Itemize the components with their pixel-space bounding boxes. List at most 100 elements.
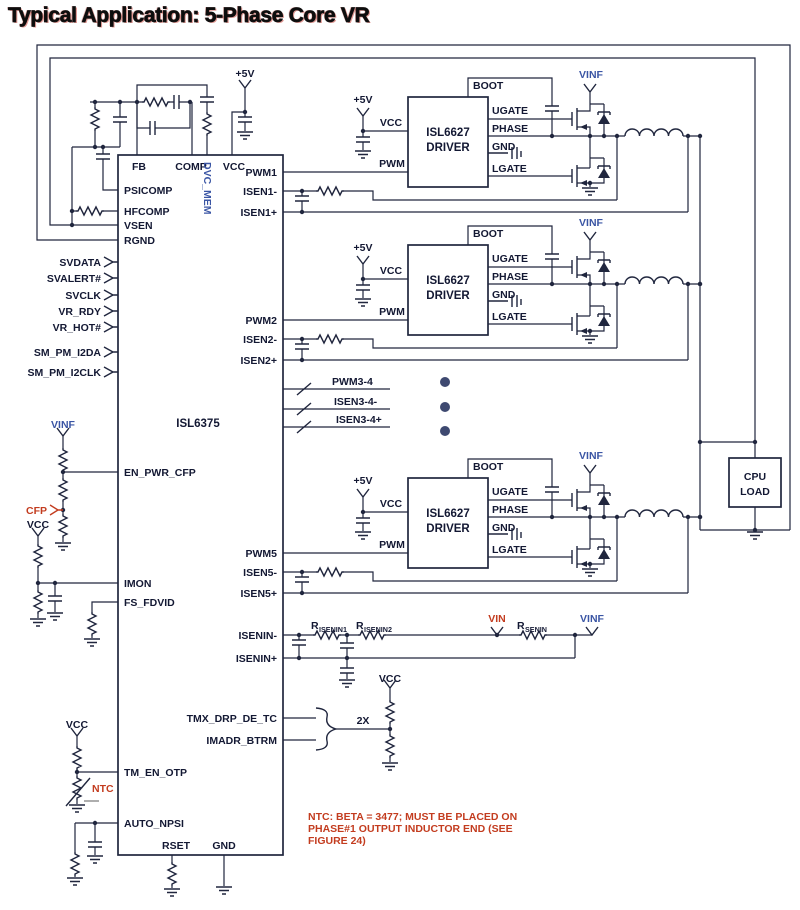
r-isenin1-sub: ISENIN1 bbox=[319, 625, 347, 634]
pin-isenin-n: ISENIN- bbox=[238, 630, 277, 642]
signal-vr-hot: VR_HOT# bbox=[53, 322, 102, 334]
ground-icon bbox=[236, 131, 254, 140]
ic-name: ISL6375 bbox=[176, 418, 220, 430]
note-text: NTC: BETA = 3477; MUST BE PLACED ON PHAS… bbox=[308, 811, 517, 847]
pin-fs-fdvid: FS_FDVID bbox=[124, 597, 175, 609]
driver-phase-label: PHASE bbox=[492, 271, 528, 283]
resistor bbox=[33, 589, 43, 615]
cpu-load-label-2: LOAD bbox=[740, 486, 770, 498]
signal-svdata: SVDATA bbox=[59, 257, 101, 269]
brace-icon bbox=[315, 707, 339, 751]
ellipsis-dot bbox=[440, 402, 450, 412]
pin-isen2-n: ISEN2- bbox=[243, 334, 277, 346]
ellipsis-dot bbox=[440, 426, 450, 436]
ground-icon bbox=[163, 888, 181, 897]
pin-hfcomp: HFCOMP bbox=[124, 206, 170, 218]
p5v-label: +5V bbox=[236, 68, 255, 80]
driver-gnd-label: GND bbox=[492, 289, 516, 301]
r-isenin2-sub: ISENIN2 bbox=[364, 625, 392, 634]
pin-imon: IMON bbox=[124, 578, 151, 590]
signal-svclk: SVCLK bbox=[65, 290, 101, 302]
gain-2x-label: 2X bbox=[357, 715, 370, 727]
enable-divider: VINF CFP bbox=[26, 419, 118, 551]
bus-pwm34-label: PWM3-4 bbox=[332, 376, 373, 388]
pin-en-pwr-cfp: EN_PWR_CFP bbox=[124, 467, 196, 479]
pin-rset: RSET bbox=[162, 840, 191, 852]
resistor bbox=[385, 699, 395, 725]
driver-boot-label: BOOT bbox=[473, 80, 504, 92]
r-senin-sub: SENIN bbox=[525, 625, 547, 634]
driver-boot-label: BOOT bbox=[473, 461, 504, 473]
capacitor bbox=[339, 667, 355, 674]
resistor bbox=[167, 861, 177, 887]
driver-name-2: DRIVER bbox=[426, 142, 470, 154]
driver-lgate-label: LGATE bbox=[492, 311, 527, 323]
ground-icon bbox=[83, 638, 101, 647]
ground-icon bbox=[68, 804, 86, 813]
driver-phase-label: PHASE bbox=[492, 504, 528, 516]
capacitor bbox=[112, 116, 128, 123]
driver-boot-label: BOOT bbox=[473, 228, 504, 240]
pin-pwm2: PWM2 bbox=[246, 315, 278, 327]
vcc-label: VCC bbox=[66, 719, 89, 731]
pin-pwm1: PWM1 bbox=[246, 167, 278, 179]
ntc-label: NTC bbox=[92, 783, 114, 795]
pin-fb: FB bbox=[132, 161, 146, 173]
ellipsis-dot bbox=[440, 377, 450, 387]
ground-icon bbox=[338, 679, 356, 688]
page-title: Typical Application: 5-Phase Core VR bbox=[8, 4, 370, 28]
capacitor bbox=[291, 639, 307, 646]
driver-vcc-label: VCC bbox=[380, 117, 403, 129]
resistor bbox=[58, 447, 68, 473]
pin-auto-npsi: AUTO_NPSI bbox=[124, 818, 184, 830]
signal-svalert: SVALERT# bbox=[47, 273, 101, 285]
power-flag-icon bbox=[585, 626, 599, 636]
driver-name: ISL6627 bbox=[426, 275, 469, 287]
address-divider: 2X VCC bbox=[283, 673, 402, 771]
resistor bbox=[58, 477, 68, 503]
pin-gnd: GND bbox=[212, 840, 236, 852]
pin-rgnd: RGND bbox=[124, 235, 155, 247]
pin-tm-en-otp: TM_EN_OTP bbox=[124, 767, 187, 779]
vinf-label: VINF bbox=[51, 419, 76, 431]
pin-psicomp: PSICOMP bbox=[124, 185, 172, 197]
capacitor bbox=[339, 642, 355, 649]
ground-icon bbox=[381, 762, 399, 771]
ground-icon bbox=[66, 877, 84, 886]
ground-icon bbox=[746, 531, 764, 540]
r-senin-label: R bbox=[517, 620, 525, 632]
controller-ic: ISL6375 FB COMP DVC_MEM VCC PSICOMP HFCO… bbox=[117, 154, 284, 856]
imon-network: VCC bbox=[27, 519, 118, 647]
driver-pwm-label: PWM bbox=[379, 306, 405, 318]
resistor bbox=[75, 206, 105, 216]
phase-block-2: +5V VCC PWM ISL6627 DRIVER BOOT UGATE PH… bbox=[241, 217, 703, 367]
ntc-network: VCC NTC bbox=[65, 719, 118, 813]
ic-box bbox=[117, 154, 284, 856]
signal-vr-rdy: VR_RDY bbox=[58, 306, 101, 318]
cpu-load-label-1: CPU bbox=[744, 471, 766, 483]
vin-label: VIN bbox=[488, 613, 506, 625]
driver-lgate-label: LGATE bbox=[492, 544, 527, 556]
vcc-label: VCC bbox=[27, 519, 50, 531]
driver-name: ISL6627 bbox=[426, 508, 469, 520]
driver-vcc-label: VCC bbox=[380, 498, 403, 510]
bottom-networks bbox=[66, 820, 233, 897]
pin-isenin-p: ISENIN+ bbox=[236, 653, 277, 665]
phase-block-5: +5V VCC PWM ISL6627 DRIVER BOOT UGATE PH… bbox=[241, 450, 703, 600]
resistor bbox=[58, 513, 68, 539]
cpu-load-box bbox=[728, 457, 782, 508]
resistor bbox=[33, 543, 43, 569]
bus-isen34n-label: ISEN3-4- bbox=[334, 396, 378, 408]
resistor bbox=[90, 106, 100, 132]
ground-icon bbox=[46, 612, 64, 621]
ground-icon bbox=[86, 855, 104, 864]
driver-pwm-label: PWM bbox=[379, 539, 405, 551]
ground-icon bbox=[215, 886, 233, 895]
pin-vcc: VCC bbox=[223, 161, 246, 173]
driver-ugate-label: UGATE bbox=[492, 253, 528, 265]
r-isenin1-label: R bbox=[311, 620, 319, 632]
phase-block-1: +5V VCC PWM ISL6627 DRIVER BOOT UGATE PH… bbox=[241, 69, 703, 219]
resistor bbox=[87, 611, 97, 637]
